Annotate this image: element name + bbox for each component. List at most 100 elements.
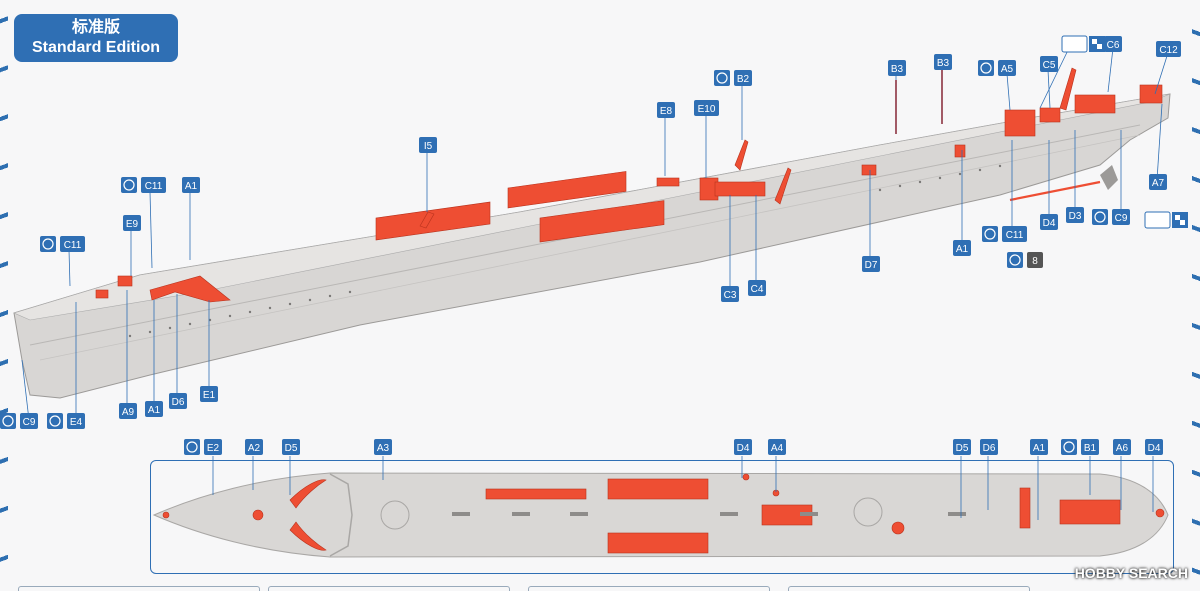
callout-d5: D5 [953,439,971,455]
callout-i5: I5 [419,137,437,153]
callout-e10: E10 [694,100,719,116]
callout-label: D5 [285,443,298,454]
callout-label: D4 [737,443,750,454]
callout-box [657,102,675,118]
callout-label: A43 [1149,216,1167,227]
callout-box [119,403,137,419]
callout-box [1081,439,1099,455]
watermark: HOBBY SEARCH [1074,565,1188,581]
callout-box [1144,211,1171,229]
callout-label: B2 [737,74,750,85]
side-mast [774,167,792,205]
callout-b1: B1 [1061,439,1099,455]
side-aft-gear [1039,107,1061,123]
callout-c11: C11 [40,236,85,252]
side-propeller [1100,165,1118,190]
top-turret-ring [380,500,410,530]
callout-e9: E9 [123,215,141,231]
callout-c6: C6 [1104,36,1122,52]
callout-label: E4 [70,417,83,428]
top-turret-ring [853,497,883,527]
callout-a1: A1 [1030,439,1048,455]
callout-c5: C5 [1040,56,1058,72]
callout-d4: D4 [734,439,752,455]
side-crane-arm [419,211,435,229]
top-view-ship [152,472,1169,558]
callout-label: D5 [956,443,969,454]
callout-a6: A6 [1113,439,1131,455]
callout-box [245,439,263,455]
callout-box [169,393,187,409]
callout-label: I5 [424,141,433,152]
callout-box [1113,439,1131,455]
edition-badge: 标准版 Standard Edition [14,14,178,62]
circle-icon [40,236,56,252]
side-aft-gear [1074,94,1116,114]
top-forecastle [329,473,353,557]
side-container-1 [375,201,491,241]
callout-box [1156,41,1181,57]
callout-box [123,215,141,231]
callout-c11: C11 [982,226,1027,242]
edition-title-en: Standard Edition [32,39,160,56]
side-view-ship [13,67,1171,399]
circle-icon [714,70,730,86]
callout-e8: E8 [657,102,675,118]
callout-box [145,401,163,417]
side-fitting [861,164,877,176]
callout-box [419,137,437,153]
callout-label: E9 [126,219,139,230]
circle-icon [47,413,63,429]
callout-d7: D7 [862,256,880,272]
callout-box [374,439,392,455]
page-tabs-strip [18,586,1182,591]
callout-label: B3 [891,64,904,75]
side-mast [734,139,749,171]
callout-label: C6 [1107,40,1120,51]
side-container-3 [539,200,665,243]
top-hull [152,472,1169,558]
top-deck-hatches [452,512,966,516]
callout-a3: A3 [374,439,392,455]
callout-d4: D4 [1040,214,1058,230]
side-aft-crane [1059,67,1077,111]
top-red-parts [162,473,1165,554]
callout-box [1112,209,1130,225]
callout-box [1030,439,1048,455]
callout-c3: C3 [721,286,739,302]
side-shaft [1009,180,1101,202]
side-fitting [714,181,766,197]
circle-icon [121,177,137,193]
top-crane-arc [289,479,327,509]
callout-label: D4 [1043,218,1056,229]
callout-8: 8 [1007,252,1043,268]
callout-box [1066,207,1084,223]
callout-label: E8 [660,106,673,117]
callout-c9: C9 [1092,209,1130,225]
callout-box [721,286,739,302]
callout-a1: A1 [145,401,163,417]
callout-label: D3 [1069,211,1082,222]
callout-label: A2 [248,443,261,454]
callout-box [204,439,222,455]
callout-a2: A2 [245,439,263,455]
callout-label: A5 [1001,64,1014,75]
callout-label: A31 [1066,40,1084,51]
circle-icon [1061,439,1077,455]
callout-box [20,413,38,429]
callout-a9: A9 [119,403,137,419]
callout-label: C5 [1043,60,1056,71]
top-container [607,478,709,500]
callout-label: A1 [185,181,198,192]
callout-a31: A31 [1061,35,1105,53]
callout-c12: C12 [1156,41,1181,57]
callout-b3: B3 [934,54,952,70]
side-hull-stripe [39,134,1141,361]
side-fitting [95,289,109,299]
callout-box [934,54,952,70]
callout-label: A3 [377,443,390,454]
callout-label: 8 [1032,256,1038,267]
callout-d3: D3 [1066,207,1084,223]
